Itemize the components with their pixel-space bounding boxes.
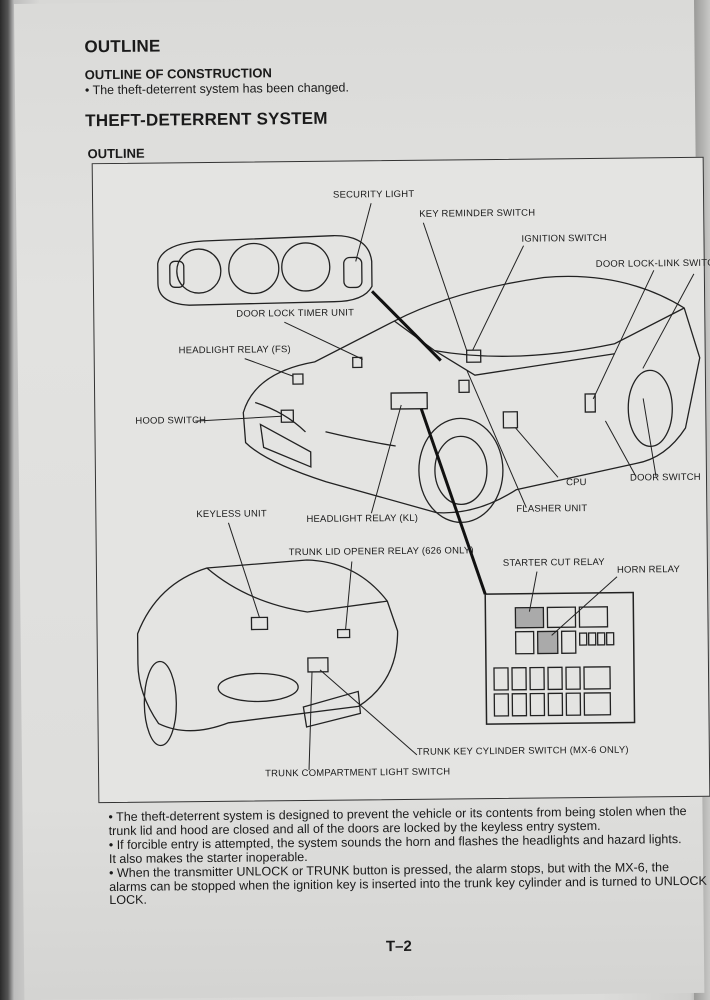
- label-door-lock-timer-unit: DOOR LOCK TIMER UNIT: [236, 307, 355, 320]
- page-number: T–2: [385, 937, 412, 956]
- instrument-cluster: [157, 235, 373, 306]
- diagram-drawing: [136, 203, 701, 770]
- label-security-light: SECURITY LIGHT: [332, 188, 415, 201]
- label-horn-relay: HORN RELAY: [616, 564, 681, 576]
- manual-page: OUTLINE OUTLINE OF CONSTRUCTION • The th…: [14, 0, 710, 1000]
- construction-note: • The theft-deterrent system has been ch…: [84, 80, 349, 98]
- label-starter-cut-relay: STARTER CUT RELAY: [502, 556, 605, 569]
- label-trunk-compartment-light-switch: TRUNK COMPARTMENT LIGHT SWITCH: [265, 766, 451, 780]
- label-trunk-lid-opener-relay: TRUNK LID OPENER RELAY (626 ONLY): [288, 545, 474, 559]
- section-heading: THEFT-DETERRENT SYSTEM: [85, 108, 328, 131]
- label-headlight-relay-fs: HEADLIGHT RELAY (FS): [178, 344, 291, 357]
- label-keyless-unit: KEYLESS UNIT: [196, 508, 267, 521]
- label-door-switch: DOOR SWITCH: [629, 471, 701, 484]
- relay-box: [484, 591, 636, 725]
- label-headlight-relay-kl: HEADLIGHT RELAY (KL): [306, 512, 419, 525]
- label-key-reminder-switch: KEY REMINDER SWITCH: [419, 207, 536, 220]
- construction-heading: OUTLINE OF CONSTRUCTION: [84, 65, 272, 83]
- rear-car: [136, 559, 399, 732]
- label-flasher-unit: FLASHER UNIT: [516, 503, 588, 515]
- label-cpu: CPU: [565, 477, 587, 489]
- label-trunk-key-cylinder-switch: TRUNK KEY CYLINDER SWITCH (MX-6 ONLY): [416, 744, 629, 758]
- outline-heading: OUTLINE: [84, 36, 161, 57]
- sub-heading: OUTLINE: [87, 145, 145, 162]
- system-diagram: SECURITY LIGHT KEY REMINDER SWITCH IGNIT…: [91, 156, 710, 804]
- label-hood-switch: HOOD SWITCH: [135, 415, 207, 427]
- label-ignition-switch: IGNITION SWITCH: [521, 232, 607, 245]
- label-door-lock-link-switch: DOOR LOCK-LINK SWITCH: [595, 257, 710, 270]
- bullet-3: • When the transmitter UNLOCK or TRUNK b…: [109, 860, 707, 908]
